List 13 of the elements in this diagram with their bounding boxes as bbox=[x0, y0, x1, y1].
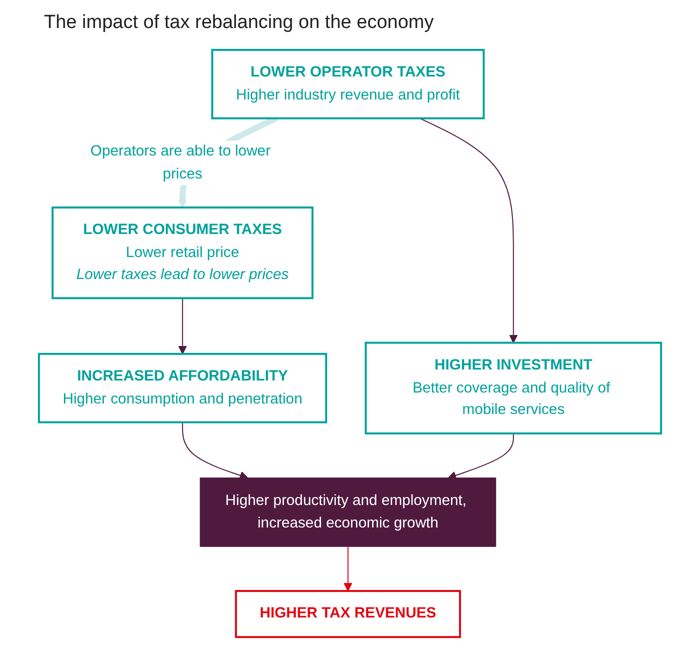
node-box: HIGHER TAX REVENUES bbox=[234, 590, 461, 638]
arrow bbox=[448, 432, 514, 480]
node-box: INCREASED AFFORDABILITY Higher consumption and penetration bbox=[38, 352, 328, 424]
node-box: LOWER CONSUMER TAXES Lower retail price Lower taxes lead to lower prices bbox=[52, 206, 314, 300]
node-box: Higher productivity and employment, increased economic growth bbox=[200, 478, 496, 547]
arrow bbox=[344, 546, 352, 592]
node-box: HIGHER INVESTMENT Better coverage and quality of mobile services bbox=[364, 342, 662, 434]
arrow bbox=[419, 118, 518, 344]
node-box: LOWER OPERATOR TAXES Higher industry revenue and profit bbox=[211, 48, 485, 120]
arrow bbox=[178, 298, 187, 354]
diagram-title: The impact of tax rebalancing on the economy bbox=[44, 12, 434, 34]
edge-label: Operators are able to lower prices bbox=[90, 142, 271, 182]
arrow bbox=[182, 422, 248, 480]
